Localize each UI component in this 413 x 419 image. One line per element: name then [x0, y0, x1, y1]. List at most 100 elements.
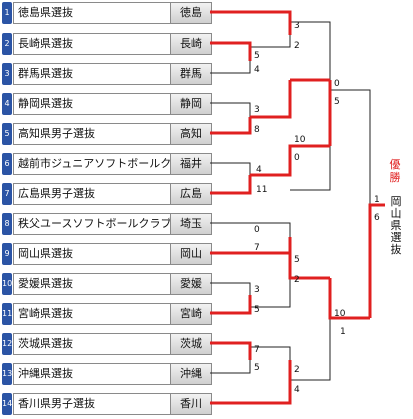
team-short-name: 徳島	[170, 2, 212, 24]
team-row: 14 香川県男子選抜 香川	[2, 393, 212, 415]
score: 11	[256, 185, 267, 195]
team-name-box: 広島県男子選抜	[13, 183, 171, 205]
team-name-box: 愛媛県選抜	[13, 273, 171, 295]
score: 10	[294, 135, 306, 145]
team-short-name: 香川	[170, 393, 212, 415]
score: 4	[294, 385, 300, 395]
line-23	[250, 35, 291, 48]
team-name: 岡山県選抜	[18, 247, 73, 260]
seed-badge: 6	[2, 153, 12, 175]
team-row: 11 宮崎県選抜 宮崎	[2, 303, 212, 325]
line-3	[210, 61, 251, 74]
team-short-name: 沖縄	[170, 363, 212, 385]
score: 1	[374, 195, 380, 205]
seed-badge: 4	[2, 93, 12, 115]
score: 4	[256, 165, 262, 175]
team-row: 9 岡山県選抜 岡山	[2, 243, 212, 265]
team-name-box: 群馬県選抜	[13, 63, 171, 85]
win-5	[210, 117, 252, 135]
win-bot-semi	[328, 278, 370, 320]
team-short-name: 福井	[170, 153, 212, 175]
line-4	[210, 102, 251, 117]
team-name-box: 徳島県選抜	[13, 2, 171, 24]
score: 8	[254, 125, 260, 135]
win-9	[210, 237, 292, 255]
team-row: 1 徳島県選抜 徳島	[2, 2, 212, 24]
team-name: 沖縄県選抜	[18, 367, 73, 380]
team-name: 宮崎県選抜	[18, 307, 73, 320]
team-name-box: 沖縄県選抜	[13, 363, 171, 385]
score: 0	[294, 153, 300, 163]
line-8	[210, 222, 291, 237]
win-12	[210, 341, 252, 360]
team-short-name: 群馬	[170, 63, 212, 85]
score: 5	[334, 97, 340, 107]
score: 10	[334, 309, 346, 319]
team-name-box: 長崎県選抜	[13, 33, 171, 55]
team-name-box: 宮崎県選抜	[13, 303, 171, 325]
team-short-name: 静岡	[170, 93, 212, 115]
win-1	[210, 10, 292, 35]
team-short-name: 宮崎	[170, 303, 212, 325]
line-67	[290, 146, 331, 191]
champion-team: 岡山県選抜	[390, 195, 402, 256]
team-row: 6 越前市ジュニアソフトボールクラブ福井	[2, 153, 212, 175]
team-name: 香川県男子選抜	[18, 397, 95, 410]
line-top-final	[330, 89, 371, 205]
team-short-name: 埼玉	[170, 213, 212, 235]
team-row: 13 沖縄県選抜 沖縄	[2, 363, 212, 385]
win-14	[210, 360, 292, 405]
win-89	[288, 237, 330, 280]
seed-badge: 10	[2, 273, 12, 295]
score: 6	[374, 213, 380, 223]
seed-badge: 1	[2, 2, 12, 24]
team-name-box: 高知県男子選抜	[13, 123, 171, 145]
score: 7	[254, 243, 260, 253]
team-name-box: 香川県男子選抜	[13, 393, 171, 415]
team-row: 4 静岡県選抜 静岡	[2, 93, 212, 115]
seed-badge: 2	[2, 33, 12, 55]
score: 3	[254, 105, 260, 115]
team-name: 高知県男子選抜	[18, 127, 95, 140]
line-1213	[250, 346, 291, 360]
score: 0	[334, 79, 340, 89]
win-67-to	[250, 144, 330, 177]
seed-badge: 5	[2, 123, 12, 145]
team-name-box: 越前市ジュニアソフトボールクラブ	[13, 153, 193, 175]
win-2	[210, 41, 252, 61]
team-name: 茨城県選抜	[18, 337, 73, 350]
team-name: 越前市ジュニアソフトボールクラブ	[18, 157, 194, 170]
team-name: 静岡県選抜	[18, 97, 73, 110]
score: 5	[254, 363, 260, 373]
seed-badge: 9	[2, 243, 12, 265]
seed-badge: 8	[2, 213, 12, 235]
team-name-box: 岡山県選抜	[13, 243, 171, 265]
team-name-box: 静岡県選抜	[13, 93, 171, 115]
score: 5	[294, 255, 300, 265]
line-10	[210, 282, 251, 295]
score: 3	[254, 285, 260, 295]
score: 2	[294, 275, 300, 285]
line-1011	[250, 278, 291, 308]
seed-badge: 11	[2, 303, 12, 325]
team-name: 広島県男子選抜	[18, 187, 95, 200]
score: 1	[340, 327, 346, 337]
seed-badge: 14	[2, 393, 12, 415]
team-short-name: 愛媛	[170, 273, 212, 295]
score: 2	[294, 365, 300, 375]
seed-badge: 13	[2, 363, 12, 385]
score: 3	[294, 21, 300, 31]
team-name: 群馬県選抜	[18, 67, 73, 80]
team-name: 徳島県選抜	[18, 6, 73, 19]
team-name: 秩父ユースソフトボールクラブ	[18, 217, 172, 230]
team-short-name: 広島	[170, 183, 212, 205]
champion-label: 優勝	[389, 158, 401, 184]
win-11	[210, 295, 252, 315]
team-short-name: 岡山	[170, 243, 212, 265]
score: 5	[254, 51, 260, 61]
